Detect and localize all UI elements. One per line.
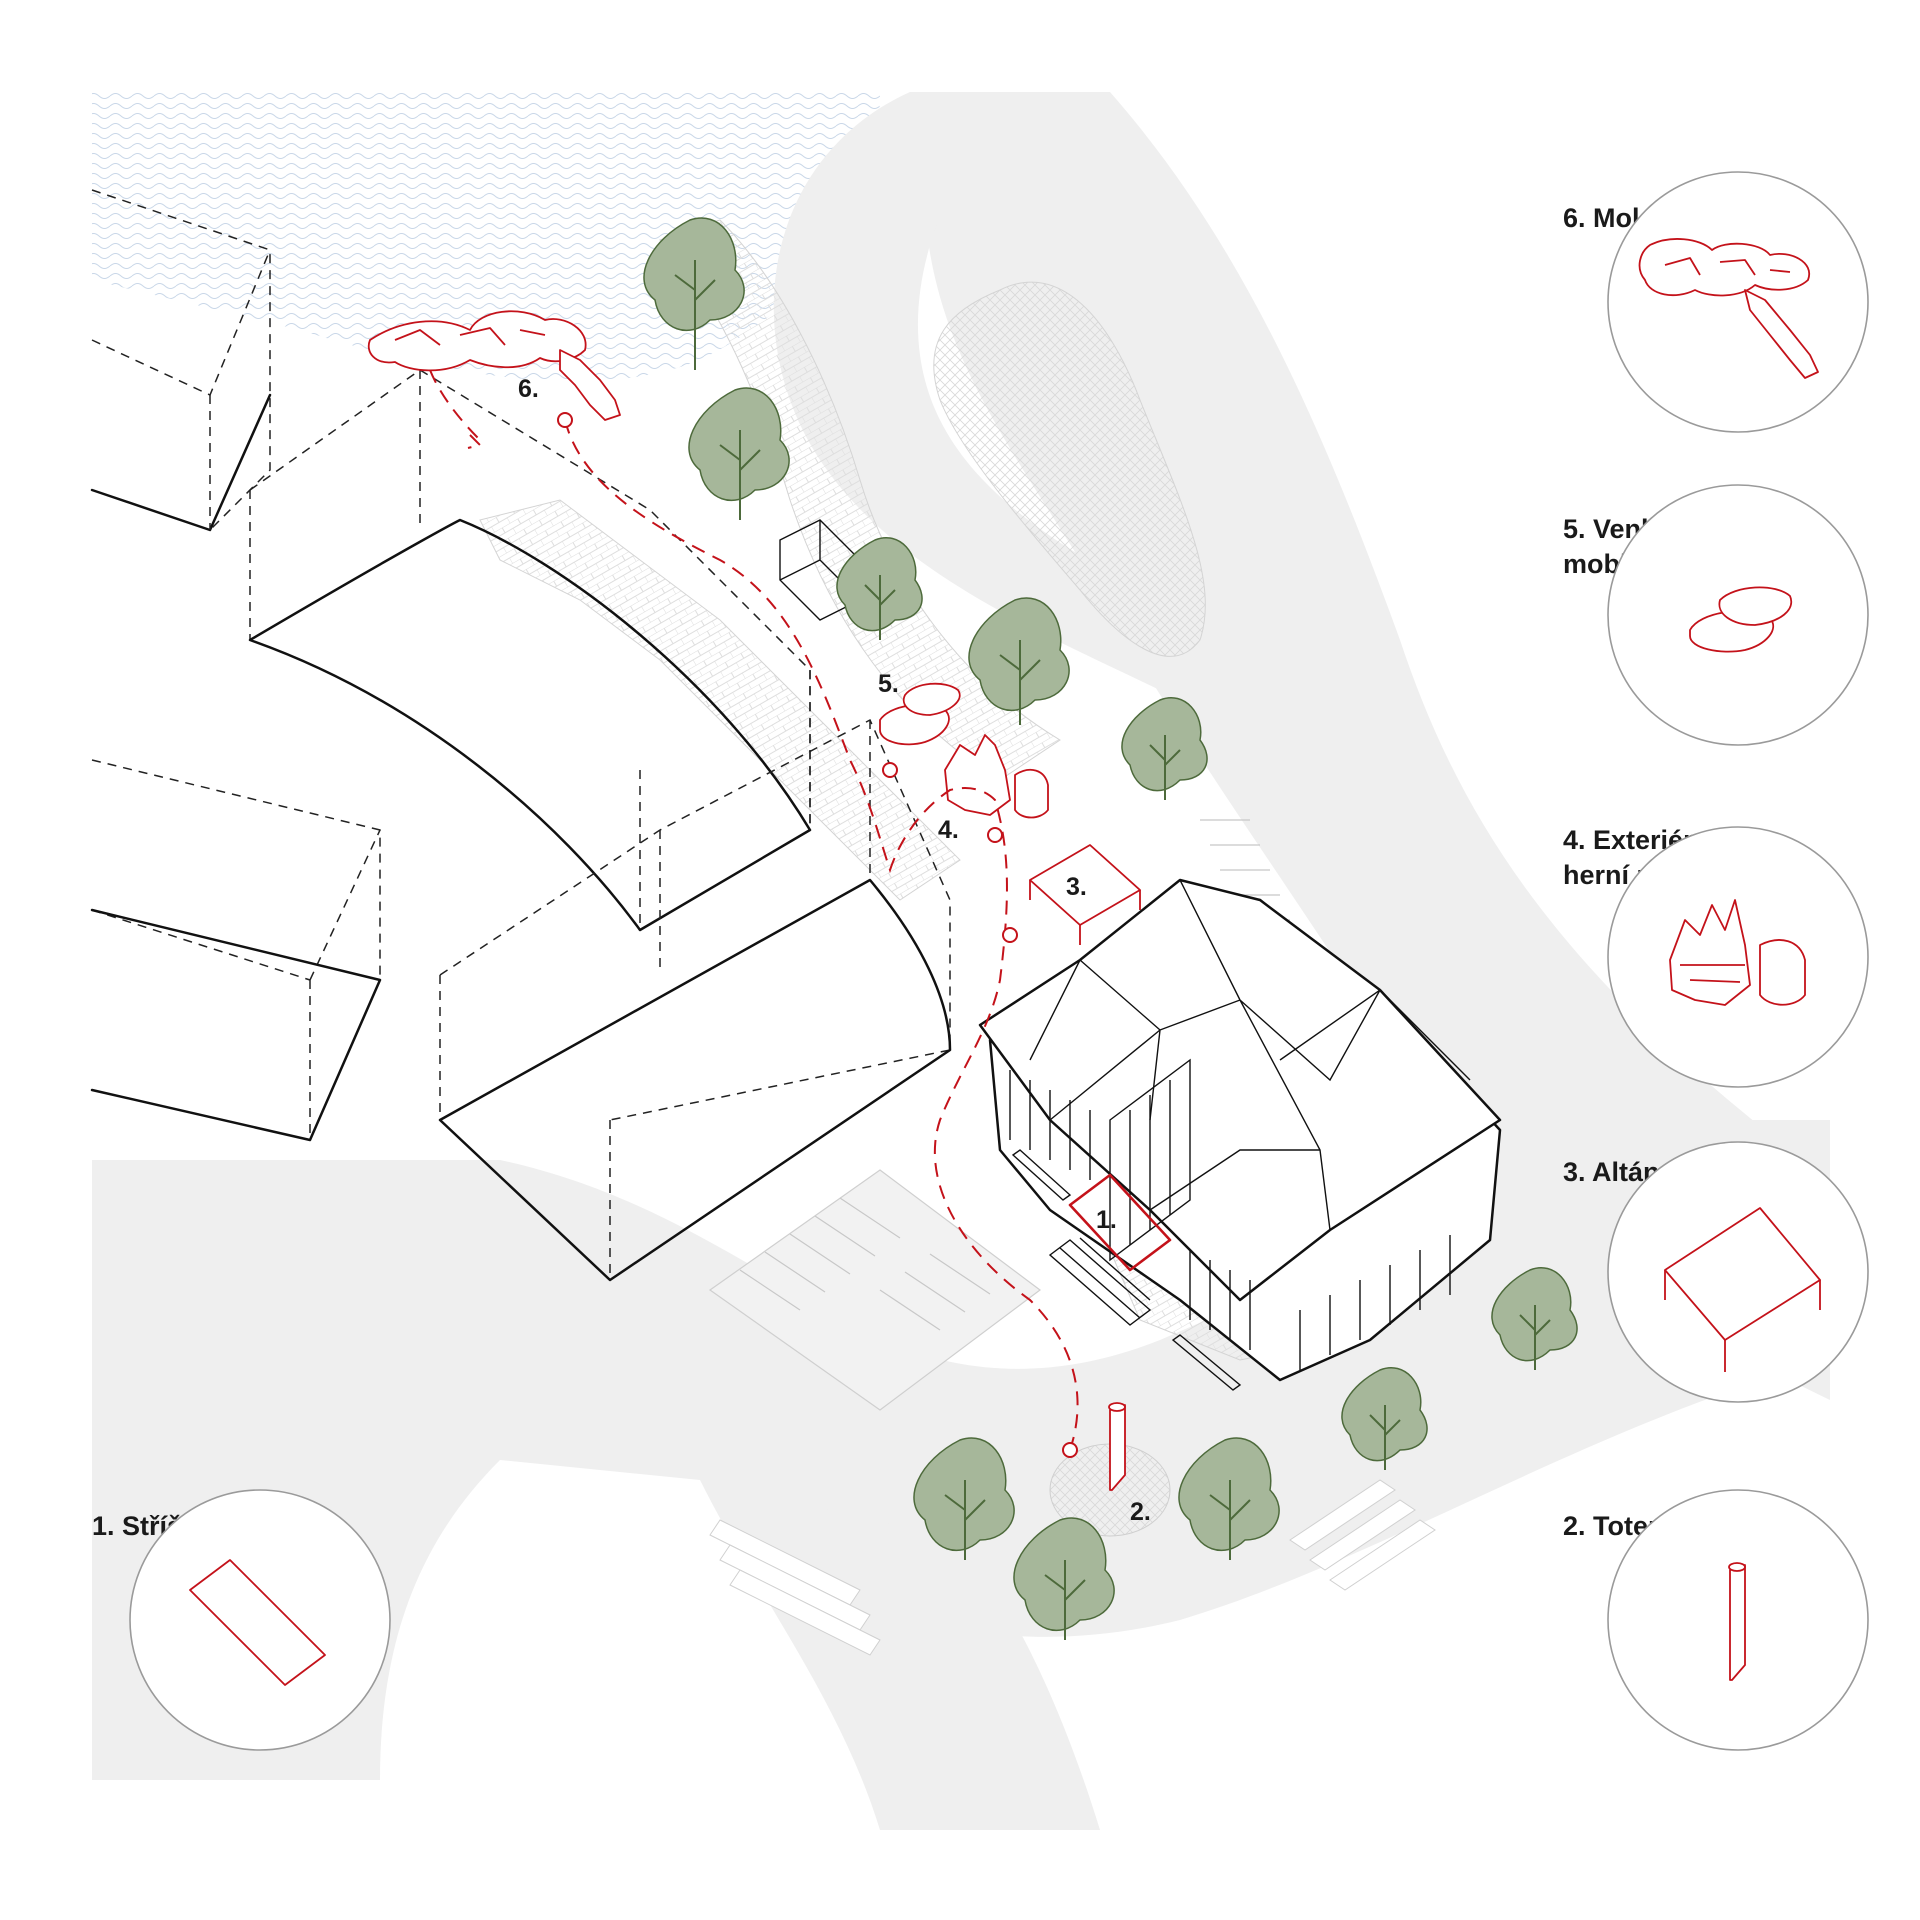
main-building — [978, 878, 1502, 1391]
map-label-5: 5. — [878, 670, 899, 698]
parking-lot — [708, 1169, 1041, 1411]
route-node — [1002, 927, 1018, 943]
context-building-west — [90, 759, 382, 1142]
context-building-northwest — [90, 189, 272, 532]
map-label-6: 6. — [518, 375, 539, 403]
gazebo-on-map — [1029, 844, 1141, 945]
map-label-3: 3. — [1066, 873, 1087, 901]
route-node — [987, 827, 1003, 843]
canopy-icon — [189, 1559, 326, 1686]
legend-item-herni-prvek: 4. Exteriérový herní prvek — [1563, 825, 1869, 1088]
totem-icon — [1728, 1562, 1746, 1681]
legend-item-striska: 1. Stříška — [92, 1489, 391, 1751]
crosswalk-west — [709, 1519, 881, 1656]
bench-west — [1011, 1149, 1072, 1201]
legend-item-totem: 2. Totem — [1563, 1489, 1869, 1751]
tree — [836, 537, 923, 640]
bench-south — [1171, 1334, 1242, 1391]
route-node — [557, 412, 573, 428]
paved-plaza-west — [479, 499, 961, 901]
road-loop — [773, 92, 1240, 700]
canopy-on-map — [1068, 1173, 1172, 1272]
legend: 6. Molo 5. Venkovní mobiliář 4. Exteriér… — [92, 171, 1869, 1751]
legend-circle-molo — [1607, 171, 1869, 433]
tree — [1178, 1437, 1280, 1560]
map-label-1: 1. — [1096, 1206, 1117, 1234]
tree — [968, 597, 1070, 725]
crosswalk-east — [1289, 1479, 1436, 1591]
tree — [913, 1437, 1015, 1560]
tree — [688, 387, 790, 520]
parking-stripes — [739, 1197, 991, 1331]
green-island — [933, 281, 1206, 657]
tree — [1013, 1517, 1115, 1640]
map-number-labels: 6. 5. 4. 3. 1. 2. — [518, 375, 1151, 1526]
context-building-curved — [248, 369, 812, 932]
map-label-4: 4. — [938, 816, 959, 844]
context-building-gabled — [438, 718, 952, 1282]
play-element-on-map — [944, 734, 1049, 819]
intervention-elements — [367, 310, 1172, 1491]
entrance-stairs — [1048, 1237, 1152, 1326]
road-east — [923, 92, 1830, 1400]
legend-circle-striska — [129, 1489, 391, 1751]
legend-item-altan: 3. Altán — [1563, 1141, 1869, 1403]
tree — [643, 217, 745, 370]
totem-on-map — [1108, 1402, 1126, 1491]
context-buildings — [90, 189, 952, 1282]
trees — [643, 217, 1578, 1640]
pier-icon — [1638, 238, 1819, 379]
route-node — [1062, 1442, 1078, 1458]
gazebo-icon — [1664, 1207, 1821, 1372]
tree — [1341, 1367, 1428, 1470]
map-label-2: 2. — [1130, 1498, 1151, 1526]
legend-item-molo: 6. Molo — [1563, 171, 1869, 433]
tree — [1121, 697, 1208, 800]
building-windows — [1009, 1058, 1451, 1370]
route-node — [882, 762, 898, 778]
visitor-route — [429, 369, 1079, 1458]
tree — [1491, 1267, 1578, 1370]
play-element-icon — [1669, 899, 1806, 1006]
pier-on-map — [367, 310, 621, 421]
furniture-on-map — [879, 682, 961, 746]
legend-circle-altan — [1607, 1141, 1869, 1403]
legend-item-mobiliar: 5. Venkovní mobiliář — [1563, 484, 1869, 746]
furniture-icon — [1689, 586, 1793, 653]
parking-stripes-east — [1200, 819, 1300, 946]
